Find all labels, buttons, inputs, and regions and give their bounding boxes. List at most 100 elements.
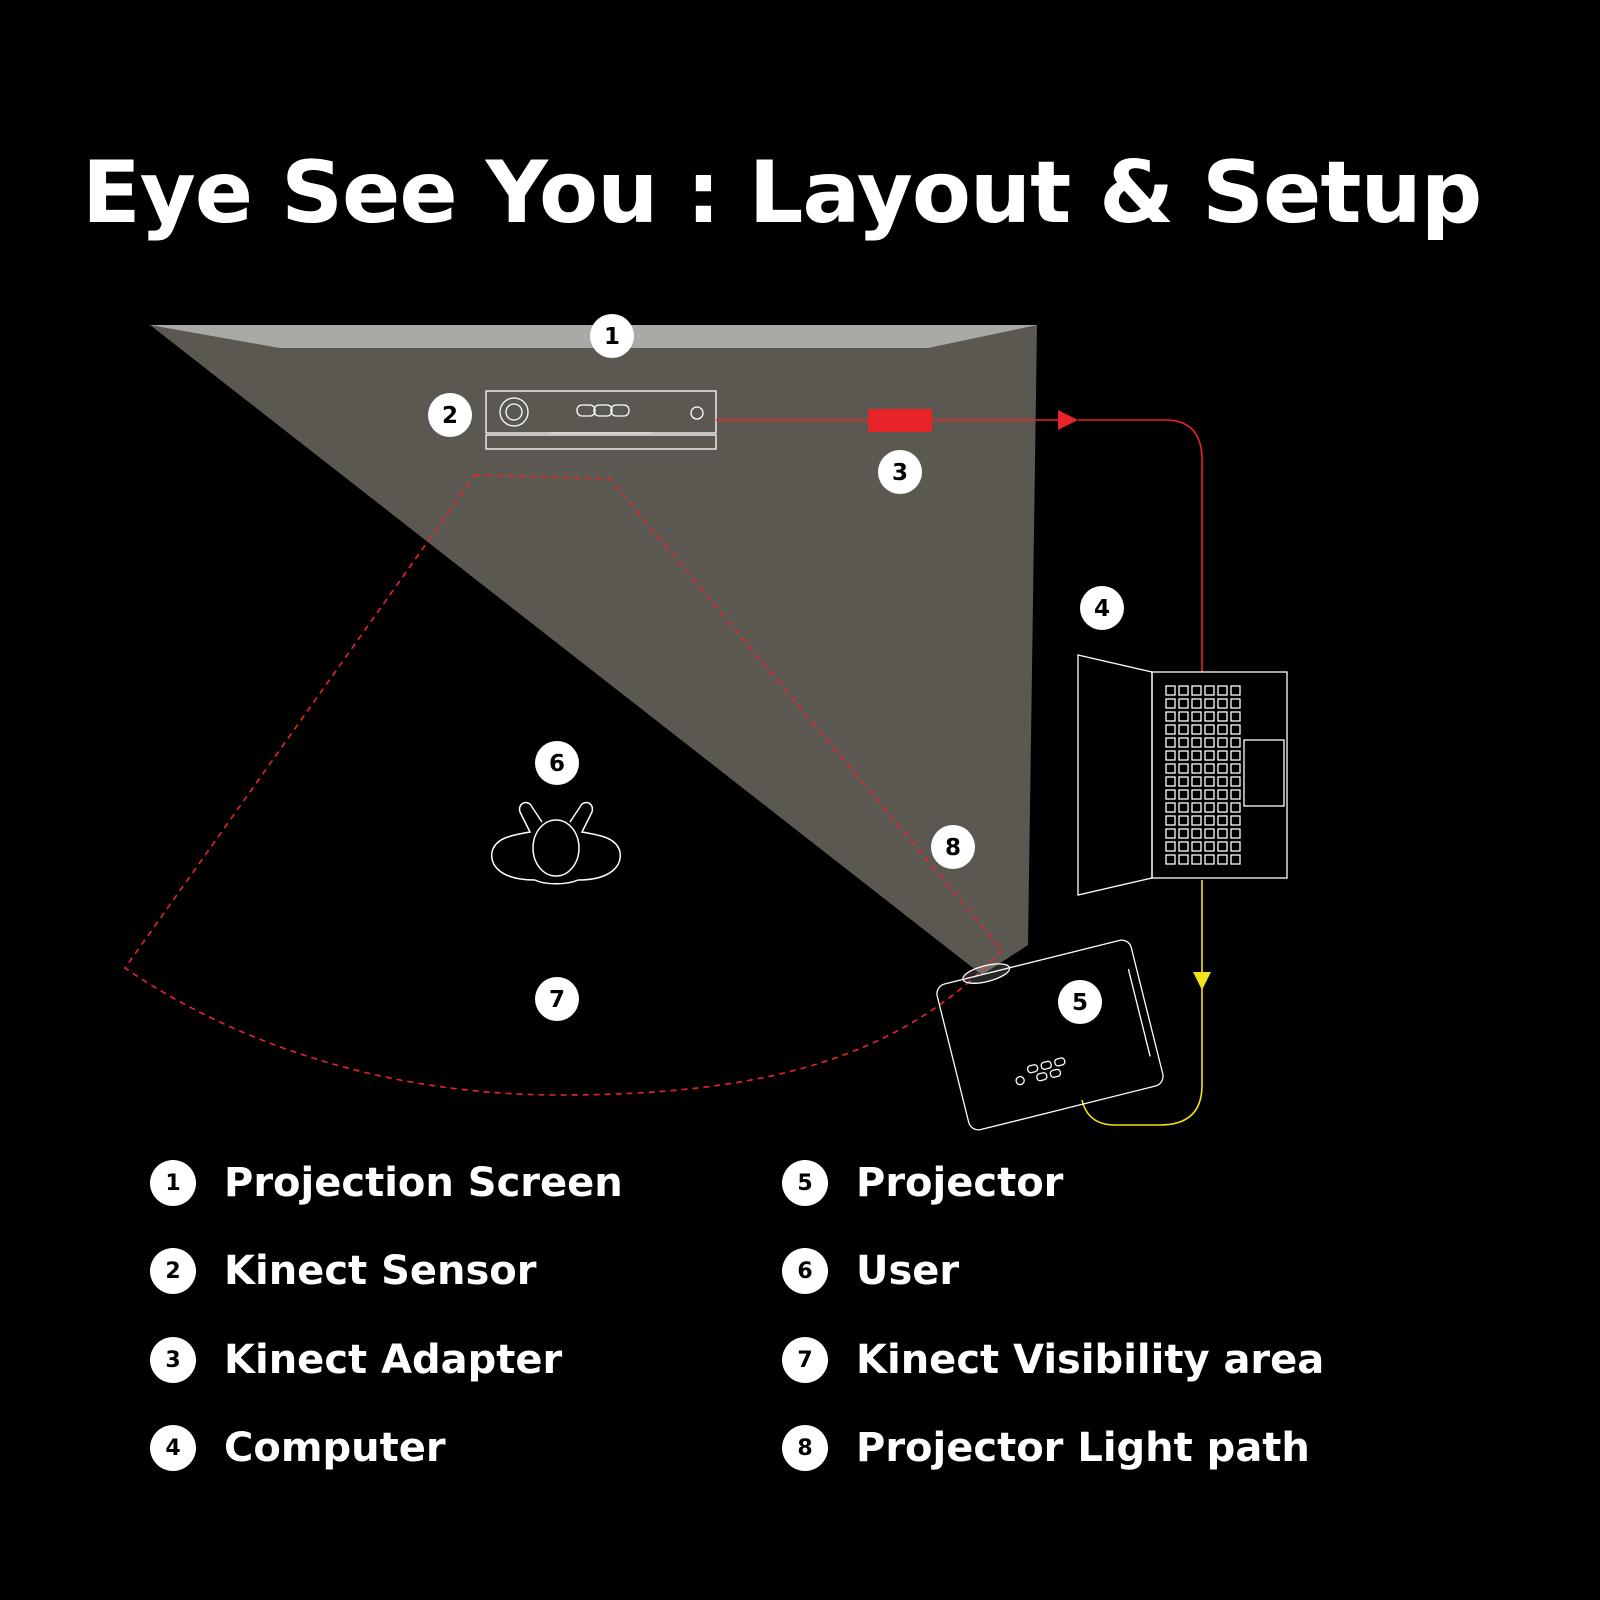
keyboard-key [1191, 724, 1202, 735]
keyboard-key [1178, 828, 1189, 839]
keyboard-key [1217, 750, 1228, 761]
marker-circle [1058, 980, 1102, 1024]
keyboard-key [1204, 737, 1215, 748]
marker-circle [535, 741, 579, 785]
keyboard-key [1165, 698, 1176, 709]
keyboard-key [1165, 854, 1176, 865]
projector [936, 939, 1164, 1131]
keyboard-key [1191, 750, 1202, 761]
keyboard-key [1178, 763, 1189, 774]
keyboard-key [1191, 815, 1202, 826]
marker-projection-screen: 1 [590, 314, 634, 358]
keyboard-key [1165, 776, 1176, 787]
keyboard-key [1230, 828, 1241, 839]
keyboard-key [1178, 789, 1189, 800]
keyboard-key [1165, 841, 1176, 852]
keyboard-key [1230, 802, 1241, 813]
marker-kinect-visibility-area: 7 [535, 977, 579, 1021]
keyboard-key [1204, 789, 1215, 800]
keyboard-key [1178, 698, 1189, 709]
keyboard-key [1230, 854, 1241, 865]
keyboard-key [1204, 685, 1215, 696]
keyboard-key [1230, 750, 1241, 761]
keyboard-key [1230, 737, 1241, 748]
keyboard-key [1230, 776, 1241, 787]
keyboard-key [1217, 711, 1228, 722]
keyboard-key [1191, 776, 1202, 787]
keyboard-key [1204, 828, 1215, 839]
keyboard-key [1165, 802, 1176, 813]
keyboard-key [1165, 763, 1176, 774]
marker-circle [428, 393, 472, 437]
keyboard-key [1204, 750, 1215, 761]
keyboard-key [1191, 685, 1202, 696]
keyboard-key [1230, 711, 1241, 722]
keyboard-key [1230, 815, 1241, 826]
kinect-visibility-area [123, 474, 1004, 1096]
keyboard-key [1191, 737, 1202, 748]
projector-light-path [150, 325, 1037, 975]
keyboard-key [1230, 763, 1241, 774]
marker-kinect-adapter: 3 [878, 450, 922, 494]
marker-projector-light-path: 8 [931, 825, 975, 869]
keyboard-key [1204, 776, 1215, 787]
keyboard-key [1217, 815, 1228, 826]
keyboard-key [1191, 763, 1202, 774]
keyboard-key [1165, 789, 1176, 800]
keyboard-key [1165, 685, 1176, 696]
keyboard-key [1191, 854, 1202, 865]
keyboard-key [1217, 828, 1228, 839]
keyboard-key [1217, 724, 1228, 735]
marker-kinect-sensor: 2 [428, 393, 472, 437]
keyboard-key [1165, 724, 1176, 735]
keyboard-key [1178, 737, 1189, 748]
keyboard-key [1204, 711, 1215, 722]
marker-number: 6 [549, 751, 565, 777]
keyboard-key [1204, 763, 1215, 774]
computer [1077, 654, 1288, 896]
marker-projector: 5 [1058, 980, 1102, 1024]
page-title: Eye See You : Layout & Setup [82, 143, 1482, 243]
keyboard-key [1217, 698, 1228, 709]
marker-user: 6 [535, 741, 579, 785]
keyboard-key [1217, 854, 1228, 865]
keyboard-key [1191, 698, 1202, 709]
kinect-adapter [868, 409, 932, 432]
keyboard-key [1165, 711, 1176, 722]
keyboard-key [1191, 789, 1202, 800]
marker-number: 2 [442, 403, 458, 429]
keyboard-key [1230, 724, 1241, 735]
keyboard-key [1191, 828, 1202, 839]
keyboard-key [1230, 789, 1241, 800]
keyboard-key [1191, 841, 1202, 852]
keyboard-key [1178, 802, 1189, 813]
marker-number: 3 [892, 460, 908, 486]
keyboard-key [1178, 815, 1189, 826]
user [491, 801, 621, 885]
kinect-sensor [485, 390, 717, 450]
keyboard-key [1165, 737, 1176, 748]
keyboard-key [1217, 789, 1228, 800]
data-cable [716, 409, 1203, 672]
keyboard-key [1191, 802, 1202, 813]
keyboard-key [1230, 841, 1241, 852]
keyboard-key [1165, 828, 1176, 839]
keyboard-key [1217, 763, 1228, 774]
keyboard-key [1178, 841, 1189, 852]
keyboard-key [1178, 750, 1189, 761]
keyboard-key [1204, 815, 1215, 826]
keyboard-key [1230, 698, 1241, 709]
keyboard-key [1204, 724, 1215, 735]
marker-circle [878, 450, 922, 494]
keyboard-key [1204, 841, 1215, 852]
keyboard-key [1178, 724, 1189, 735]
keyboard-key [1178, 685, 1189, 696]
marker-number: 1 [604, 324, 620, 350]
marker-number: 8 [945, 835, 961, 861]
keyboard-key [1217, 685, 1228, 696]
marker-circle [931, 825, 975, 869]
keyboard-key [1165, 815, 1176, 826]
marker-circle [1080, 586, 1124, 630]
marker-circle [590, 314, 634, 358]
keyboard-key [1217, 802, 1228, 813]
